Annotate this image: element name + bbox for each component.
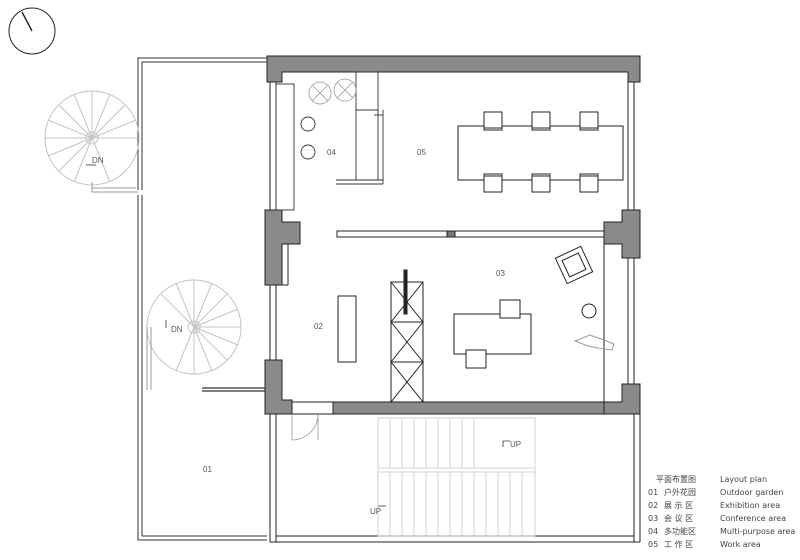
plant-icons <box>308 78 357 105</box>
legend-item-num: 03 <box>648 514 658 523</box>
legend-item-num: 05 <box>648 540 658 549</box>
room-label-05: 05 <box>417 148 426 157</box>
legend-item-cn: 多功能区 <box>664 526 696 536</box>
spiral-stair-bottom <box>146 279 242 390</box>
spiral-bottom-dn-label: DN <box>171 325 183 334</box>
room-label-04: 04 <box>327 148 336 157</box>
legend-item-en: Outdoor garden <box>720 488 783 497</box>
legend-title-cn: 平面布置图 <box>656 474 696 484</box>
legend-item-en: Work area <box>720 540 761 549</box>
legend-item-en: Exhibition area <box>720 501 780 510</box>
room-label-01: 01 <box>203 465 212 474</box>
legend: 平面布置图 Layout plan 01 户外花园 Outdoor garden… <box>648 474 795 549</box>
legend-item-num: 01 <box>648 488 658 497</box>
legend-item-cn: 展 示 区 <box>664 501 693 510</box>
straight-stairs <box>377 417 536 537</box>
spiral-top-dn-label: DN <box>92 156 104 165</box>
legend-title-en: Layout plan <box>720 475 767 484</box>
legend-item-num: 02 <box>648 501 658 510</box>
work-table <box>457 125 624 181</box>
legend-item-en: Conference area <box>720 514 786 523</box>
room-label-02: 02 <box>314 322 323 331</box>
stair-up-label-lower: UP <box>370 507 381 516</box>
work-chairs <box>483 111 599 193</box>
legend-item-cn: 工 作 区 <box>664 539 693 549</box>
building-walls <box>264 55 641 415</box>
legend-item-num: 04 <box>648 527 658 536</box>
exhibition-furniture <box>337 269 424 403</box>
legend-item-cn: 会 议 区 <box>664 513 693 523</box>
room-label-03: 03 <box>496 269 505 278</box>
spiral-stair-top <box>44 90 140 193</box>
stair-up-label-upper: UP <box>510 440 521 449</box>
conference-furniture <box>453 245 615 369</box>
entry-door <box>275 413 319 470</box>
legend-item-cn: 户外花园 <box>664 487 696 497</box>
multipurpose-furniture <box>275 71 384 211</box>
legend-item-en: Multi-purpose area <box>720 527 795 536</box>
building-outline <box>269 82 641 543</box>
north-arrow-icon <box>8 7 56 55</box>
